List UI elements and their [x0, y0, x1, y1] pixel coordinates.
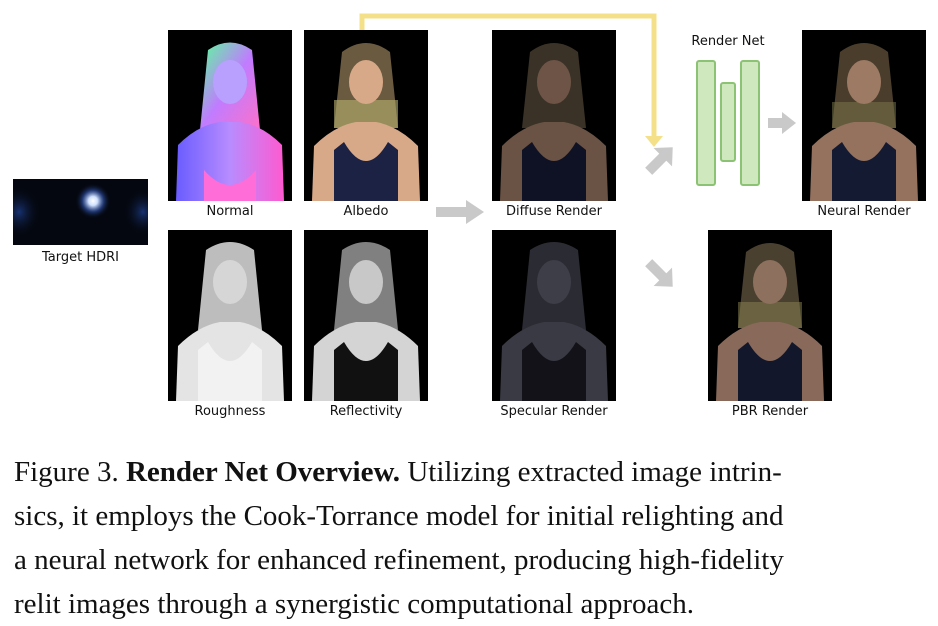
arrow-right-icon: [436, 200, 484, 224]
diffuse-render-image: [492, 30, 616, 201]
caption-line-2: sics, it employs the Cook-Torrance model…: [14, 500, 784, 532]
target-hdri-image: [13, 179, 148, 245]
caption-line-3: a neural network for enhanced refinement…: [14, 544, 784, 576]
portrait-diffuse-render-icon: [492, 30, 616, 201]
neural-render-image: [802, 30, 926, 201]
roughness-map-image: [168, 230, 292, 401]
normal-label: Normal: [206, 204, 254, 219]
pbr-render-label: PBR Render: [731, 404, 809, 419]
hdri-environment-map-icon: [13, 179, 148, 245]
roughness-label: Roughness: [194, 404, 266, 419]
reflectivity-label: Reflectivity: [329, 404, 403, 419]
portrait-neural-render-icon: [802, 30, 926, 201]
arrow-up-right-icon: [645, 147, 673, 175]
specular-render-label: Specular Render: [500, 404, 608, 419]
specular-render-image: [492, 230, 616, 401]
figure-caption: Figure 3. Render Net Overview. Utilizing…: [14, 450, 928, 626]
render-net-decoder-block: [740, 60, 760, 186]
portrait-pbr-render-icon: [708, 230, 832, 401]
arrow-down-right-icon: [645, 259, 673, 287]
pbr-render-image: [708, 230, 832, 401]
render-net-encoder-block: [696, 60, 716, 186]
albedo-image: [304, 30, 428, 201]
portrait-normal-map-icon: [168, 30, 292, 201]
portrait-albedo-icon: [304, 30, 428, 201]
caption-line-4: relit images through a synergistic compu…: [14, 588, 694, 620]
neural-render-label: Neural Render: [817, 204, 911, 219]
normal-map-image: [168, 30, 292, 201]
caption-prefix: Figure 3.: [14, 456, 119, 488]
portrait-roughness-map-icon: [168, 230, 292, 401]
reflectivity-map-image: [304, 230, 428, 401]
diffuse-render-label: Diffuse Render: [505, 204, 602, 219]
render-net-label: Render Net: [691, 34, 765, 49]
portrait-specular-render-icon: [492, 230, 616, 401]
arrow-right-icon: [768, 112, 796, 134]
portrait-reflectivity-map-icon: [304, 230, 428, 401]
caption-line-1: Figure 3. Render Net Overview. Utilizing…: [14, 450, 928, 494]
render-net-bottleneck-block: [720, 82, 736, 162]
albedo-label: Albedo: [343, 204, 389, 219]
target-hdri-label: Target HDRI: [41, 250, 119, 265]
caption-line-1-text: Utilizing extracted image intrin-: [407, 456, 782, 488]
caption-title: Render Net Overview.: [125, 456, 401, 488]
